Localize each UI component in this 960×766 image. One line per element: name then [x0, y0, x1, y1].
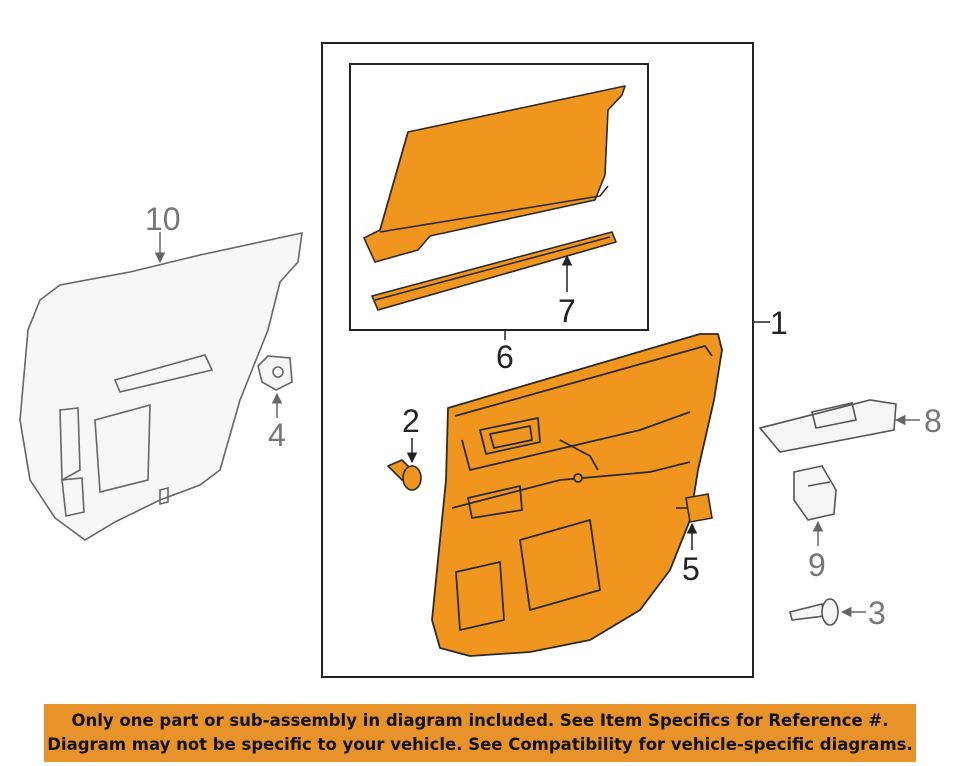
- part-10-door-inner-panel: [19, 231, 303, 541]
- callout-6: 6: [496, 339, 514, 375]
- disclaimer-line-2: Diagram may not be specific to your vehi…: [47, 735, 913, 754]
- disclaimer-line-1: Only one part or sub-assembly in diagram…: [71, 711, 889, 730]
- part-3-screw: [789, 598, 839, 626]
- callout-4: 4: [268, 417, 286, 453]
- part-8-switch-bezel: [758, 399, 897, 453]
- assembly-frame: [321, 42, 754, 678]
- parts-diagram: 10 4 7 6 1 2 5 8 9 3: [19, 42, 942, 678]
- part-2-push-clip: [386, 459, 422, 491]
- callout-1: 1: [770, 305, 788, 341]
- callout-2: 2: [402, 403, 420, 439]
- callout-9: 9: [808, 547, 826, 583]
- part-5-cap: [676, 493, 713, 523]
- part-6-sunshade: [363, 85, 626, 311]
- part-1-door-trim-panel: [431, 333, 723, 657]
- part-4-clip: [257, 355, 293, 391]
- callout-5: 5: [682, 551, 700, 587]
- sunshade-frame: [349, 63, 649, 331]
- callout-7: 7: [558, 293, 576, 329]
- part-9-window-switch: [793, 465, 837, 521]
- callout-8: 8: [924, 403, 942, 439]
- callout-10: 10: [145, 201, 181, 237]
- disclaimer-banner: Only one part or sub-assembly in diagram…: [44, 704, 916, 762]
- callout-3: 3: [868, 595, 886, 631]
